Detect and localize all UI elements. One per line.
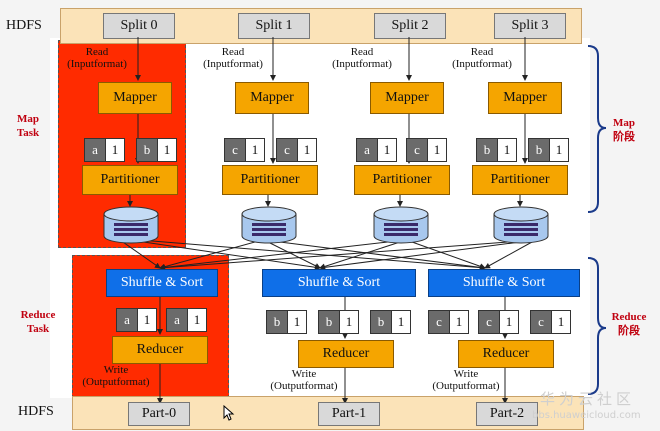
mapper-1: Mapper: [235, 82, 309, 114]
write-label-2: Write(Outputformat): [432, 368, 500, 392]
read-label-3: Read(Inputformat): [452, 46, 512, 70]
split-2-box: Split 2: [374, 13, 446, 39]
part-1-box: Part-1: [318, 402, 380, 426]
read-label-1: Read(Inputformat): [203, 46, 263, 70]
split-0-box: Split 0: [103, 13, 175, 39]
read-label-0: Read(Inputformat): [67, 46, 127, 70]
hdfs-top-label: HDFS: [6, 18, 42, 33]
reducer-2: Reducer: [458, 340, 554, 368]
read-label-2: Read(Inputformat): [332, 46, 392, 70]
buffer-cylinder-3: [493, 206, 549, 244]
partitioner-3: Partitioner: [472, 165, 568, 195]
hdfs-bottom-label: HDFS: [18, 404, 54, 419]
shuffle-sort-1: Shuffle & Sort: [262, 269, 416, 297]
write-label-0: Write(Outputformat): [82, 364, 150, 388]
part-0-box: Part-0: [128, 402, 190, 426]
watermark-cn: 华为云社区: [540, 390, 636, 408]
part-2-box: Part-2: [476, 402, 538, 426]
split-1-box: Split 1: [238, 13, 310, 39]
partitioner-1: Partitioner: [222, 165, 318, 195]
partitioner-0: Partitioner: [82, 165, 178, 195]
split-3-box: Split 3: [494, 13, 566, 39]
shuffle-sort-2: Shuffle & Sort: [428, 269, 580, 297]
mapper-2: Mapper: [370, 82, 444, 114]
buffer-cylinder-1: [241, 206, 297, 244]
reducer-1: Reducer: [298, 340, 394, 368]
write-label-1: Write(Outputformat): [270, 368, 338, 392]
partitioner-2: Partitioner: [354, 165, 450, 195]
shuffle-sort-0: Shuffle & Sort: [106, 269, 218, 297]
watermark-url: bbs.huaweicloud.com: [532, 410, 641, 421]
mapper-3: Mapper: [488, 82, 562, 114]
buffer-cylinder-2: [373, 206, 429, 244]
mapper-0: Mapper: [98, 82, 172, 114]
reducer-0: Reducer: [112, 336, 208, 364]
buffer-cylinder-0: [103, 206, 159, 244]
mouse-cursor-icon: [223, 405, 235, 421]
